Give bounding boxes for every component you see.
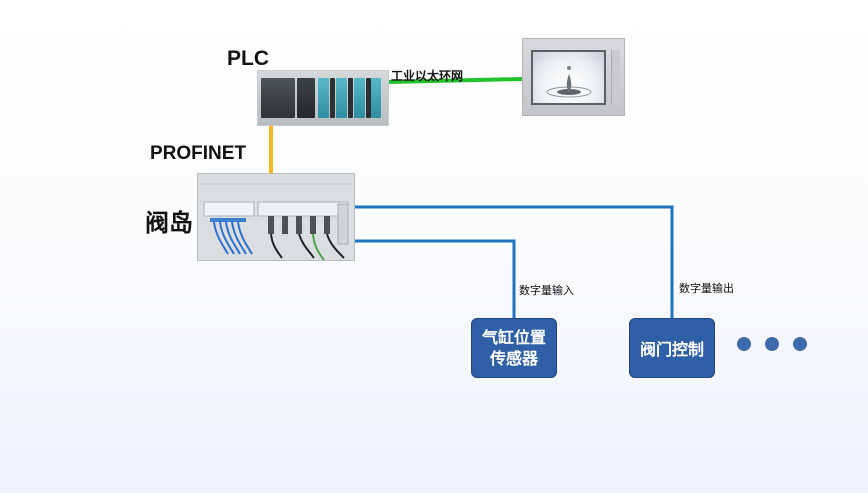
valve-island-icon <box>197 173 355 261</box>
hmi-panel-icon <box>522 38 625 116</box>
digital-input-link <box>355 239 516 318</box>
plc-device-icon <box>257 70 389 126</box>
cylinder-sensor-line2: 传感器 <box>489 349 538 368</box>
plc-label: PLC <box>227 47 269 70</box>
hmi-screen <box>531 50 606 105</box>
profinet-label: PROFINET <box>150 143 247 164</box>
cylinder-sensor-line1: 气缸位置 <box>481 328 546 347</box>
digital-input-label: 数字量输入 <box>519 284 574 297</box>
ellipsis-dot <box>793 337 807 351</box>
valve-island-label: 阀岛 <box>145 209 193 237</box>
valve-control-box: 阀门控制 <box>629 318 715 378</box>
digital-output-label: 数字量输出 <box>679 282 734 295</box>
industrial-ethernet-label: 工业以太环网 <box>391 69 464 83</box>
digital-output-link <box>355 205 674 318</box>
ellipsis-dot <box>765 337 779 351</box>
cylinder-position-sensor-box: 气缸位置 传感器 <box>471 318 557 378</box>
valve-control-label: 阀门控制 <box>639 340 704 359</box>
ellipsis-dot <box>737 337 751 351</box>
ethernet-link <box>387 77 523 84</box>
